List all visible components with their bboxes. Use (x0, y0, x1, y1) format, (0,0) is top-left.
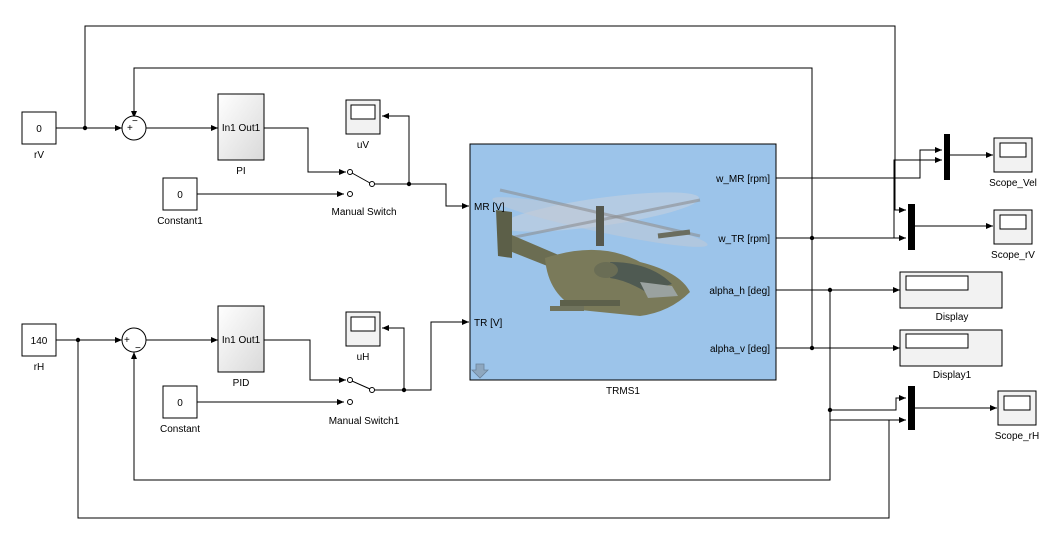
uv-label: uV (357, 140, 370, 151)
trms-out-alpha-h: alpha_h [deg] (709, 286, 770, 297)
scope-rh[interactable]: Scope_rH (995, 390, 1039, 442)
sum-h-minus: − (135, 343, 141, 354)
trms-out-alpha-v: alpha_v [deg] (710, 344, 770, 355)
manual-switch[interactable]: Manual Switch (331, 169, 397, 219)
uh-scope[interactable]: uH (345, 311, 381, 363)
constant-label: Constant (160, 424, 200, 435)
display1-label: Display1 (933, 370, 972, 381)
helicopter-image (492, 188, 708, 316)
mux-rh[interactable] (908, 386, 915, 430)
mux-vel[interactable] (944, 134, 950, 180)
manual-switch-label: Manual Switch (331, 207, 396, 218)
pid-label: PID (233, 378, 250, 389)
trms-out-wtr: w_TR [rpm] (717, 234, 770, 245)
constant-value: 0 (177, 398, 183, 409)
rv-value: 0 (36, 124, 42, 135)
display-label: Display (936, 312, 969, 323)
rh-value: 140 (31, 336, 48, 347)
rv-label: rV (34, 150, 44, 161)
uv-scope[interactable]: uV (345, 99, 381, 151)
trms-out-wmr: w_MR [rpm] (715, 174, 770, 185)
display-block[interactable]: Display (899, 271, 1003, 323)
trms-in-tr: TR [V] (474, 318, 503, 329)
mux-rv[interactable] (908, 204, 915, 250)
sum-v-block[interactable]: + − (121, 115, 147, 141)
pid-block[interactable]: In1 Out1 PID (217, 305, 265, 389)
constant1-value: 0 (177, 190, 183, 201)
uh-label: uH (357, 352, 370, 363)
manual-switch1-label: Manual Switch1 (329, 416, 400, 427)
sum-h-block[interactable]: + − (121, 327, 147, 354)
scope-rv-label: Scope_rV (991, 250, 1035, 261)
pi-ports: In1 Out1 (222, 123, 261, 134)
pi-label: PI (236, 166, 245, 177)
sum-v-plus: + (127, 123, 133, 134)
sum-v-minus: − (132, 116, 138, 127)
trms-label: TRMS1 (606, 386, 640, 397)
rh-label: rH (34, 362, 45, 373)
scope-vel[interactable]: Scope_Vel (989, 137, 1037, 189)
signal-lines (56, 25, 997, 519)
pid-ports: In1 Out1 (222, 335, 261, 346)
constant-block[interactable]: 0 Constant (160, 385, 200, 435)
trms-in-mr: MR [V] (474, 202, 505, 213)
rv-block[interactable]: 0 rV (21, 111, 57, 161)
rh-block[interactable]: 140 rH (21, 323, 57, 373)
display1-block[interactable]: Display1 (899, 329, 1003, 381)
pi-block[interactable]: In1 Out1 PI (217, 93, 265, 177)
scope-vel-label: Scope_Vel (989, 178, 1037, 189)
constant1-block[interactable]: 0 Constant1 (157, 177, 203, 227)
scope-rv[interactable]: Scope_rV (991, 209, 1035, 261)
constant1-label: Constant1 (157, 216, 203, 227)
scope-rh-label: Scope_rH (995, 431, 1039, 442)
sum-h-plus: + (124, 335, 130, 346)
manual-switch1[interactable]: Manual Switch1 (329, 377, 400, 428)
trms1-subsystem[interactable]: MR [V] TR [V] w_MR [rpm] w_TR [rpm] alph… (469, 143, 777, 397)
look-under-mask-icon[interactable] (471, 363, 489, 379)
